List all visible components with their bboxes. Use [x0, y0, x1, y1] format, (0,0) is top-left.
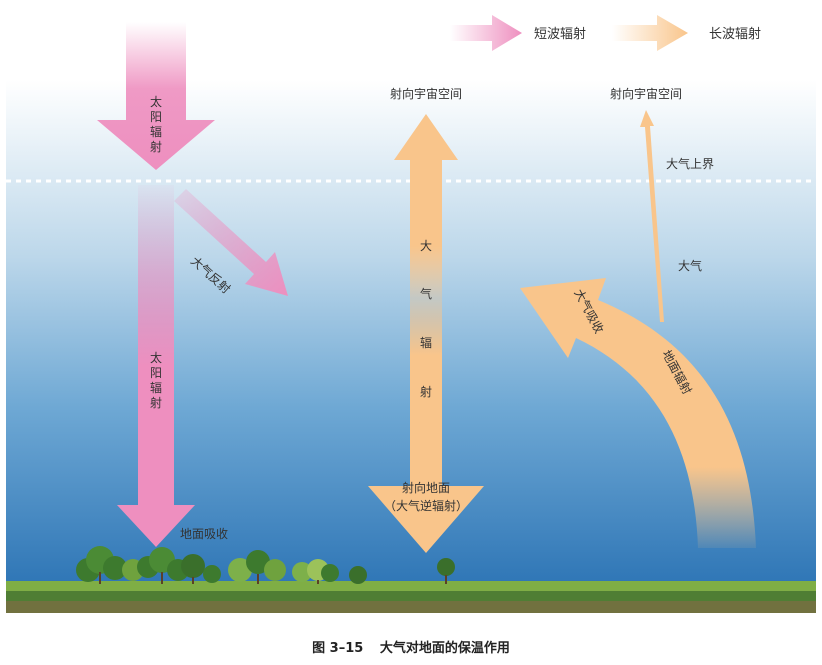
solar-mid-char-4: 射 [150, 395, 162, 410]
atmos-to-ground-label: 射向地面 [402, 480, 450, 495]
atmos-vertical-char-4: 射 [420, 384, 432, 399]
solar-mid-char-3: 辐 [150, 380, 162, 395]
atmos-to-space-label: 射向宇宙空间 [390, 86, 462, 101]
atmos-vertical-char-3: 辐 [420, 335, 432, 350]
counter-radiation-label: （大气逆辐射） [384, 498, 468, 513]
figure-title: 大气对地面的保温作用 [380, 641, 510, 656]
atmos-vertical-char-1: 大 [420, 239, 432, 253]
legend-shortwave-arrow [450, 15, 522, 51]
solar-mid-char-1: 太 [150, 350, 162, 365]
legend-shortwave-label: 短波辐射 [534, 26, 586, 42]
atmosphere-top-boundary-label: 大气上界 [666, 156, 714, 171]
ground [6, 581, 816, 613]
ground-to-space-label: 射向宇宙空间 [610, 86, 682, 101]
figure-caption: 图 3–15 大气对地面的保温作用 [0, 637, 822, 656]
solar-top-char-3: 辐 [150, 124, 162, 139]
solar-top-char-1: 太 [150, 94, 162, 109]
figure-number: 图 3–15 [312, 641, 363, 656]
ground-absorption-label: 地面吸收 [180, 527, 228, 541]
atmos-vertical-char-2: 气 [420, 286, 432, 301]
atmosphere-label: 大气 [678, 258, 702, 273]
legend: 短波辐射 长波辐射 [450, 15, 761, 51]
solar-top-char-2: 阳 [150, 110, 162, 124]
legend-longwave-arrow [612, 15, 688, 51]
solar-top-char-4: 射 [150, 139, 162, 154]
solar-mid-char-2: 阳 [150, 366, 162, 380]
legend-longwave-label: 长波辐射 [709, 26, 761, 42]
